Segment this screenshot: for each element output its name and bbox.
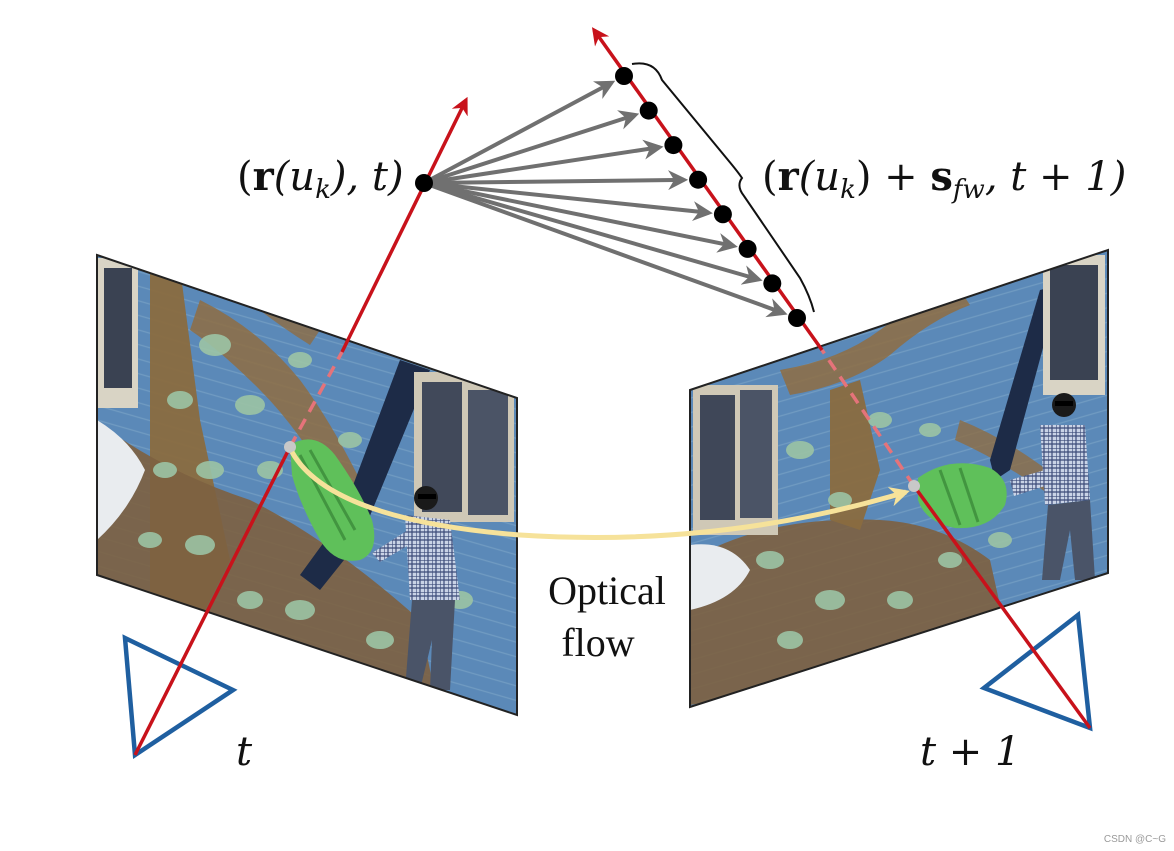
frame-t1-border <box>689 248 1109 709</box>
sample-arrow <box>423 139 664 185</box>
sample-arrow <box>423 170 689 191</box>
optical-flow-arrow <box>289 450 910 540</box>
sample-points <box>615 67 806 327</box>
sample-brace <box>631 62 815 313</box>
sample-point <box>664 136 683 155</box>
sample-point <box>639 101 658 120</box>
sample-arrow <box>423 110 640 185</box>
watermark: CSDN @C~G <box>1104 834 1166 845</box>
sample-point <box>689 170 708 189</box>
label-optical: Optical <box>548 568 666 613</box>
label-time-t: t <box>236 729 253 775</box>
pixel-t1-point <box>908 480 920 492</box>
pixel-t-point <box>284 441 296 453</box>
sample-arrow <box>423 80 616 185</box>
label-point-t: (r(uk), t) <box>237 153 404 205</box>
frame-t1 <box>690 250 1108 707</box>
label-flow: flow <box>561 620 634 665</box>
label-point-t1: (r(uk) + sfw, t + 1) <box>762 153 1126 205</box>
frame-t <box>97 255 517 715</box>
sample-point <box>738 239 757 258</box>
ray-t <box>133 96 468 756</box>
label-time-t1: t + 1 <box>920 729 1020 775</box>
camera-t1-icon <box>979 610 1093 732</box>
frame-t-border <box>96 253 518 717</box>
sample-arrows <box>423 80 788 318</box>
sample-point <box>615 67 633 85</box>
query-point <box>415 174 433 192</box>
sample-arrow <box>423 181 738 253</box>
sample-arrow <box>423 181 788 318</box>
sample-point <box>788 309 806 327</box>
sample-arrow <box>423 181 763 285</box>
sample-arrow <box>423 181 713 222</box>
camera-t-icon <box>122 634 238 759</box>
sample-point <box>713 205 732 224</box>
ray-t1 <box>591 27 1092 730</box>
sample-point <box>763 274 782 293</box>
